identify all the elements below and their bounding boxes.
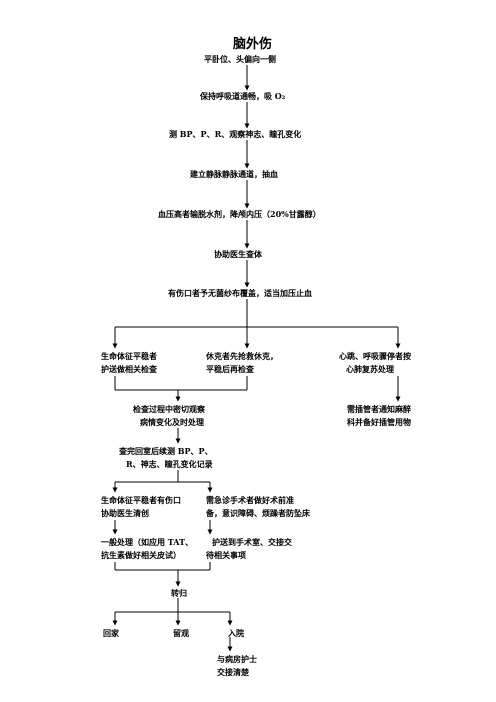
branch-shock-1: 休克者先抢救休克， [206, 351, 278, 361]
surgery-prep-2: 备，意识障碍、烦躁者防坠床 [206, 508, 310, 518]
outcome-admit: 入院 [228, 628, 244, 638]
step-vitals: 测 BP、P、R、观察神志、瞳孔变化 [169, 129, 302, 139]
escort-2: 待相关事项 [206, 550, 246, 560]
page-title: 脑外伤 [233, 37, 273, 52]
stable-wound-1: 生命体征平稳者有伤口 [101, 495, 181, 505]
intubate-1: 需插管者通知麻醉 [347, 404, 411, 414]
step-exam: 协助医生查体 [214, 249, 262, 259]
branch-stable-1: 生命体征平稳者 [101, 351, 157, 361]
handover-2: 交接清楚 [217, 667, 249, 677]
step-airway: 保持呼吸道通畅，吸 O₂ [200, 91, 286, 101]
observe-1: 检查过程中密切观察 [133, 404, 205, 414]
step-position: 平卧位、头偏向一侧 [204, 54, 276, 64]
step-dehydration: 血压高者输脱水剂，降颅内压（20%甘露醇） [158, 209, 321, 219]
branch-stable-2: 护送做相关检查 [101, 364, 157, 374]
general-care-2: 抗生素做好相关皮试） [101, 550, 181, 560]
branch-arrest-1: 心跳、呼吸骤停者按 [339, 351, 411, 361]
general-care-1: 一般处理（如应用 TAT、 [101, 537, 194, 547]
step-wound: 有伤口者予无菌纱布覆盖，适当加压止血 [168, 288, 312, 298]
outcome-label: 转归 [171, 588, 187, 598]
branch-shock-2: 平稳后再检查 [206, 364, 254, 374]
intubate-2: 科并备好插管用物 [347, 417, 411, 427]
stable-wound-2: 协助医生清创 [101, 508, 149, 518]
handover-1: 与病房护士 [217, 654, 257, 664]
branch-arrest-2: 心肺复苏处理 [346, 364, 394, 374]
outcome-home: 回家 [103, 628, 119, 638]
return-measure-2: R、神志、瞳孔变化记录 [126, 459, 213, 469]
escort-1: 护送到手术室、交接交 [212, 537, 292, 547]
return-measure-1: 查完回室后续测 BP、P、 [119, 446, 213, 456]
surgery-prep-1: 需急诊手术者做好术前准 [206, 495, 294, 505]
step-iv-access: 建立静脉静脉通道，抽血 [190, 169, 278, 179]
outcome-observe: 留观 [173, 628, 189, 638]
observe-2: 病情变化及时处理 [140, 417, 204, 427]
